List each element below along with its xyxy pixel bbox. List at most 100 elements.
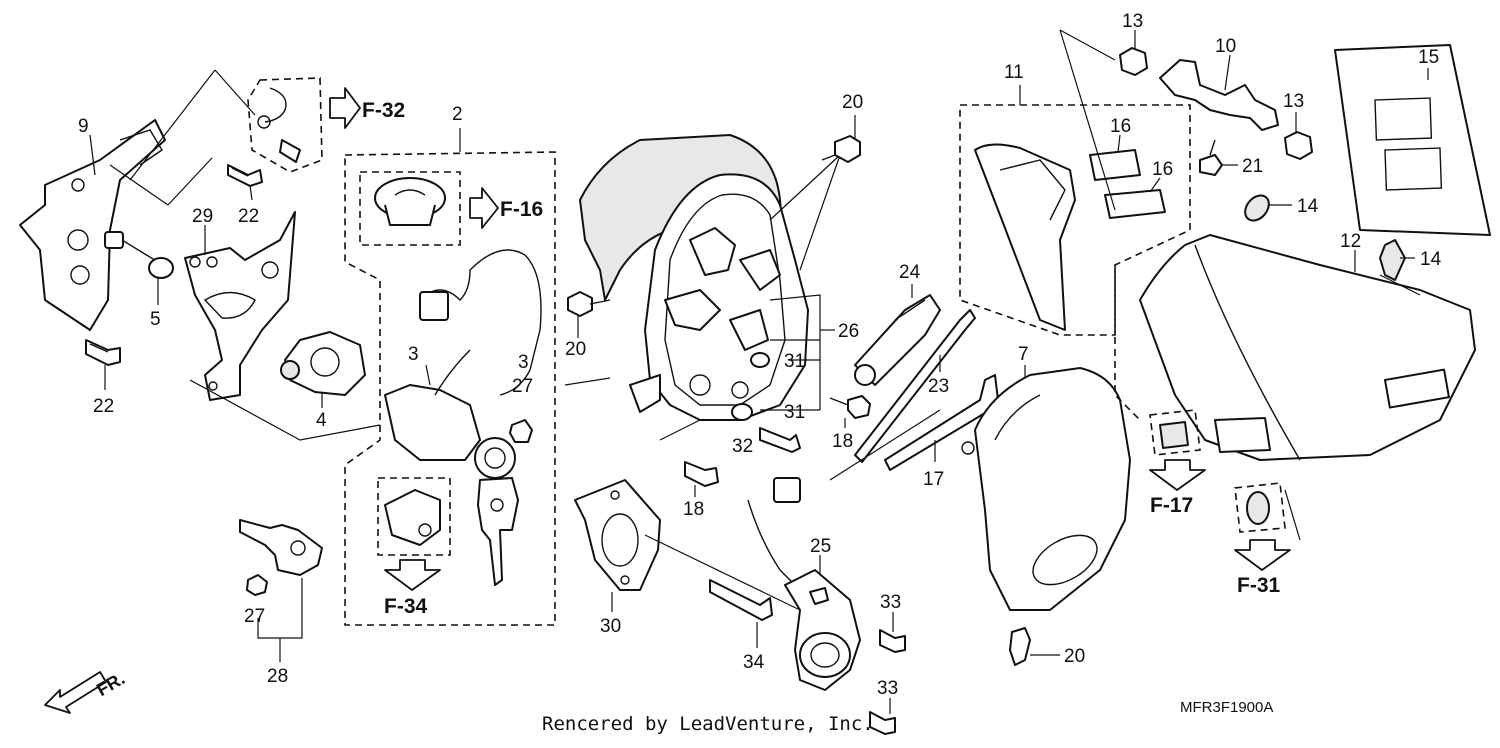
ref-arrow-f31: [1234, 539, 1291, 571]
grommet-13b: [1284, 131, 1313, 160]
ref-label-f17: F-17: [1150, 494, 1193, 517]
callout-33: 33: [880, 592, 901, 613]
panel-11: [974, 143, 1076, 331]
callout-5: 5: [150, 309, 161, 330]
callout-15: 15: [1418, 47, 1439, 68]
ref-arrow-f16: [469, 187, 499, 229]
callout-28: 28: [267, 666, 288, 687]
screw-18b: [684, 461, 719, 487]
side-cover-12: [1139, 234, 1476, 461]
socket-25: [747, 477, 861, 691]
ref-arrow-f32: [329, 87, 361, 129]
callout-27: 27: [244, 606, 265, 627]
callout-33: 33: [877, 678, 898, 699]
callout-22: 22: [238, 206, 259, 227]
grommet-f17: [1149, 409, 1201, 456]
screw-18a: [829, 395, 871, 419]
throttle-sensor-4: [280, 331, 366, 396]
housing-26: [579, 134, 809, 421]
screwdriver-24: [854, 294, 941, 386]
nut-27a: [509, 419, 533, 443]
group-11-box: [959, 104, 1191, 336]
washer-31a: [750, 352, 770, 368]
diagram-code: MFR3F1900A: [1180, 699, 1273, 716]
callout-30: 30: [600, 616, 621, 637]
key-switch-3: [384, 249, 542, 479]
screw-33a: [879, 629, 906, 653]
callout-4: 4: [316, 410, 327, 431]
footer-credit: Rencered by LeadVenture, Inc.: [542, 713, 874, 735]
wire-harness-f32: [247, 77, 323, 173]
callout-9: 9: [78, 116, 89, 137]
callout-16: 16: [1152, 159, 1173, 180]
callout-20: 20: [1064, 646, 1085, 667]
key-3: [477, 477, 519, 586]
callout-11: 11: [1004, 62, 1024, 83]
callout-32: 32: [732, 436, 753, 457]
callout-20: 20: [842, 92, 863, 113]
label-16a: [1089, 149, 1141, 181]
ref-label-f31: F-31: [1237, 574, 1281, 597]
callout-21: 21: [1242, 156, 1263, 177]
callout-14: 14: [1297, 196, 1319, 217]
screw-32: [759, 427, 801, 453]
tool-shaft-23: [854, 309, 976, 463]
ref-label-f16: F-16: [500, 198, 543, 221]
bracket-10: [1159, 59, 1279, 131]
callout-7: 7: [1018, 344, 1029, 365]
cap-f16: [374, 177, 446, 226]
nut-27b: [246, 574, 268, 596]
ref-label-f34: F-34: [384, 595, 428, 618]
plate-29: [184, 211, 296, 401]
screw-22a: [227, 164, 263, 187]
callout-26: 26: [838, 321, 859, 342]
grommet-f31: [1234, 482, 1286, 533]
callout-3: 3: [408, 344, 419, 365]
lock-cylinder-f34: [384, 489, 441, 546]
grommet-14b: [1379, 239, 1406, 281]
washer-31b: [731, 403, 753, 421]
gasket-30: [574, 479, 661, 591]
callout-10: 10: [1215, 36, 1236, 57]
callout-29: 29: [192, 206, 213, 227]
callout-25: 25: [810, 536, 831, 557]
callout-24: 24: [899, 262, 921, 283]
front-direction-arrow: [44, 671, 107, 714]
callout-27: 27: [512, 376, 533, 397]
callout-22: 22: [93, 396, 114, 417]
bolt-21: [1199, 139, 1223, 176]
ref-label-f32: F-32: [362, 99, 405, 122]
callout-14: 14: [1420, 249, 1442, 270]
callout-3: 3: [518, 352, 529, 373]
bolt-5: [104, 231, 174, 279]
callout-18: 18: [832, 431, 853, 452]
bolt-34: [709, 579, 773, 621]
ref-arrow-f17: [1149, 459, 1206, 491]
callout-31: 31: [784, 351, 805, 372]
callout-31: 31: [784, 402, 805, 423]
screw-33b: [869, 711, 896, 735]
callout-13: 13: [1283, 91, 1304, 112]
callout-12: 12: [1340, 231, 1361, 252]
key-28: [239, 519, 323, 576]
hex-key-17: [884, 374, 999, 471]
label-16b: [1104, 189, 1166, 219]
callout-16: 16: [1110, 116, 1131, 137]
callout-18: 18: [683, 499, 704, 520]
callout-17: 17: [923, 469, 944, 490]
grommet-13a: [1119, 47, 1148, 76]
screw-20a: [821, 135, 861, 163]
callout-34: 34: [743, 652, 765, 673]
ref-arrow-f34: [384, 559, 441, 591]
screw-20c: [1009, 627, 1031, 666]
grommet-14a: [1244, 194, 1270, 222]
callout-23: 23: [928, 376, 949, 397]
cover-7: [961, 367, 1131, 611]
screw-22b: [85, 339, 121, 366]
callout-13: 13: [1122, 11, 1143, 32]
label-15: [1334, 44, 1491, 236]
bracket-9: [19, 119, 166, 331]
callout-20: 20: [565, 339, 586, 360]
screw-20b: [567, 291, 611, 317]
